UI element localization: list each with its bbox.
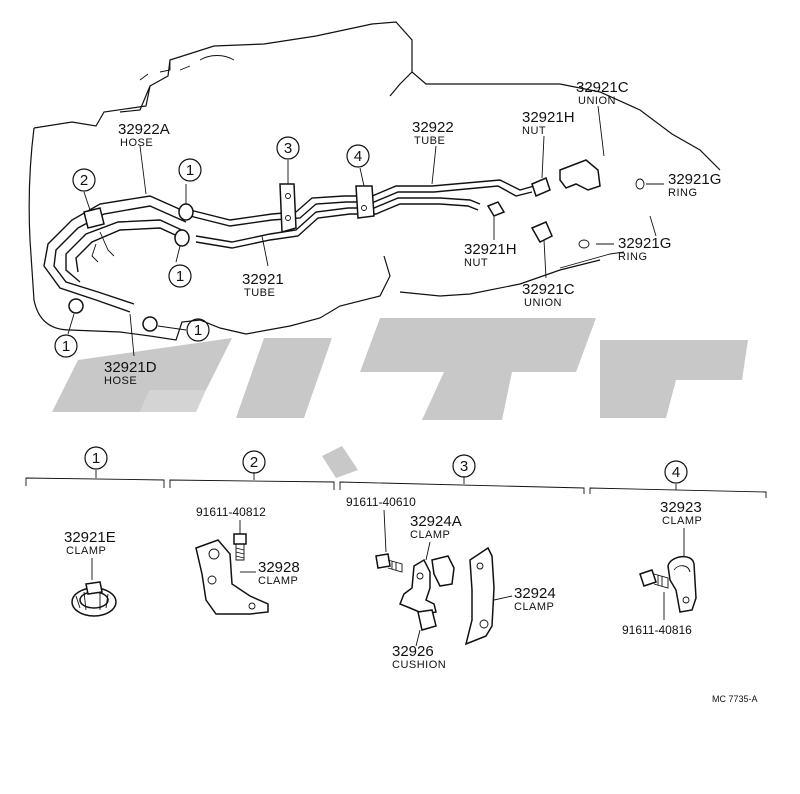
part-name-label: HOSE	[104, 375, 137, 387]
ref-marker-4-top: 4	[346, 144, 370, 168]
bolt-number-label: 91611-40816	[622, 623, 692, 637]
ref-number: 4	[354, 148, 362, 165]
fittings	[486, 159, 645, 249]
leader-lines	[67, 105, 664, 357]
clamp-32928-drawing	[195, 539, 269, 615]
tube-assembly	[189, 179, 535, 249]
part-number-label: 32928	[258, 559, 300, 576]
part-name-label: HOSE	[120, 137, 153, 149]
ref-number: 1	[92, 450, 100, 467]
bolt-number-label: 91611-40812	[196, 505, 266, 519]
callout-32921G-ring-bottom: 32921G RING	[618, 235, 671, 263]
part-name-label: TUBE	[414, 135, 445, 147]
callout-32921H-nut-top: 32921H NUT	[522, 109, 575, 137]
part-number-label: 32921D	[104, 359, 157, 376]
part-name-label: CLAMP	[662, 515, 702, 527]
ref-number: 3	[460, 458, 468, 475]
callout-32921C-union-bottom: 32921C UNION	[522, 281, 575, 309]
callout-32921H-nut-bottom: 32921H NUT	[464, 241, 517, 269]
part-name-label: CLAMP	[410, 529, 450, 541]
ref-marker-1-b: 1	[168, 264, 192, 288]
ref-marker-3-top: 3	[276, 136, 300, 160]
detail-group-2: 2 91611-40812 32928 CLAMP	[195, 450, 300, 615]
cushion-32926-drawing	[417, 609, 437, 631]
part-number-label: 32926	[392, 643, 434, 660]
ref-marker-2-top: 2	[72, 168, 96, 192]
part-number-label: 32921G	[618, 235, 671, 252]
bolt-drawing	[233, 533, 247, 561]
part-number-label: 32921H	[464, 241, 517, 258]
part-number-label: 32921	[242, 271, 284, 288]
callout-32921-tube: 32921 TUBE	[242, 271, 284, 299]
part-number-label: 32923	[660, 499, 702, 516]
ref-number: 1	[186, 162, 194, 179]
part-number-label: 32921G	[668, 171, 721, 188]
clamp-32923-drawing	[667, 555, 697, 613]
ref-number: 4	[672, 464, 680, 481]
ref-number: 1	[176, 268, 184, 285]
engine-outline	[28, 21, 721, 341]
part-name-label: RING	[618, 251, 648, 263]
part-name-label: NUT	[464, 257, 488, 269]
watermark-logo	[52, 318, 748, 478]
part-name-label: CUSHION	[392, 659, 446, 671]
part-number-label: 32921H	[522, 109, 575, 126]
ref-number: 1	[62, 338, 70, 355]
clamp-32924A-drawing	[399, 555, 455, 615]
part-number-label: 32922	[412, 119, 454, 136]
detail-group-4: 4 32923 CLAMP 91611-40816	[622, 460, 702, 637]
part-name-label: CLAMP	[258, 575, 298, 587]
callout-32922A-hose: 32922A HOSE	[118, 121, 170, 149]
hose-clamp-32921E-drawing	[71, 581, 117, 617]
clamp-32924-drawing	[464, 546, 495, 646]
part-number-label: 32922A	[118, 121, 170, 138]
ref-number: 2	[250, 454, 258, 471]
callout-32921D-hose: 32921D HOSE	[104, 359, 157, 387]
part-number-label: 32921C	[522, 281, 575, 298]
ref-marker-1-c: 1	[186, 318, 210, 342]
part-name-label: TUBE	[244, 287, 275, 299]
hose-assembly	[43, 195, 194, 332]
bolt-drawing	[375, 553, 403, 573]
bolt-drawing	[639, 569, 669, 589]
drawing-code: MC 7735-A	[712, 694, 758, 704]
part-name-label: CLAMP	[514, 601, 554, 613]
ref-marker-1-a: 1	[178, 158, 202, 182]
ref-number: 1	[194, 322, 202, 339]
callout-32921C-union-top: 32921C UNION	[576, 79, 629, 107]
part-name-label: NUT	[522, 125, 546, 137]
part-name-label: UNION	[578, 95, 616, 107]
part-number-label: 32924	[514, 585, 556, 602]
part-name-label: CLAMP	[66, 545, 106, 557]
detail-group-1: 1 32921E CLAMP	[64, 446, 117, 617]
bolt-number-label: 91611-40610	[346, 495, 416, 509]
part-number-label: 32921E	[64, 529, 116, 546]
callout-32921G-ring-top: 32921G RING	[668, 171, 721, 199]
callout-32922-tube: 32922 TUBE	[412, 119, 454, 147]
ref-number: 2	[80, 172, 88, 189]
part-name-label: UNION	[524, 297, 562, 309]
ref-marker-1-d: 1	[54, 334, 78, 358]
part-number-label: 32924A	[410, 513, 462, 530]
detail-dividers	[25, 470, 767, 498]
ref-number: 3	[284, 140, 292, 157]
part-number-label: 32921C	[576, 79, 629, 96]
detail-group-3: 3 91611-40610 32924A CLAMP 32926 CUSHION…	[346, 454, 556, 671]
part-name-label: RING	[668, 187, 698, 199]
